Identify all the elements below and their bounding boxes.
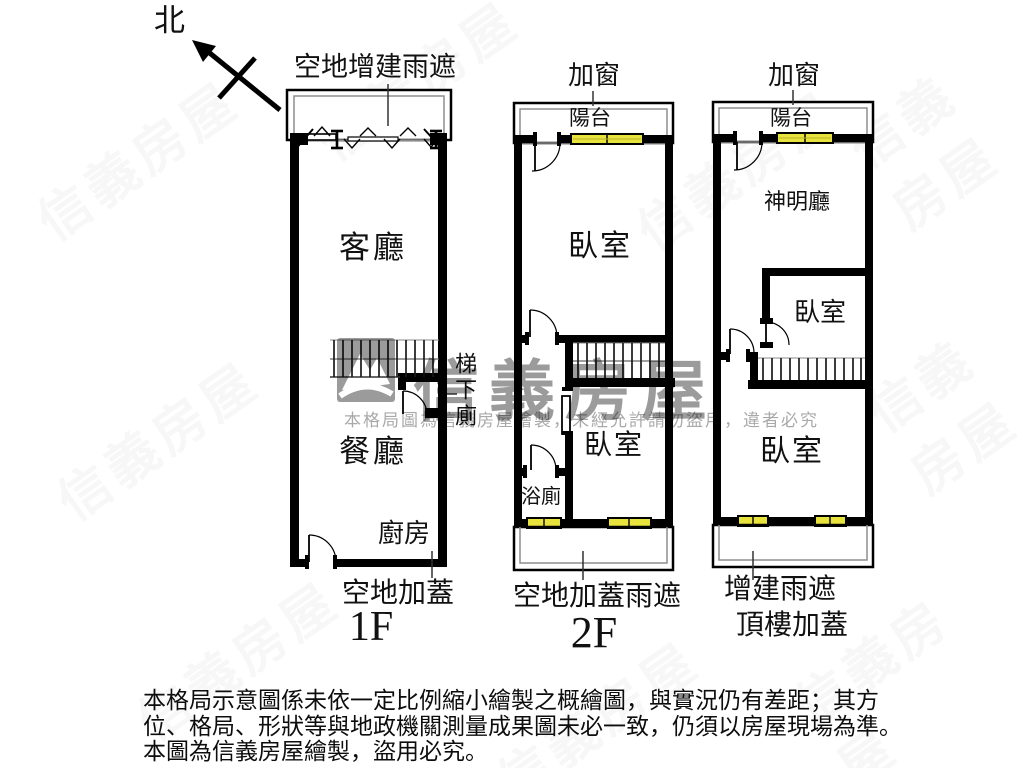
canopy-bottom-2f (512, 525, 675, 572)
label-kitchen: 廚房 (377, 518, 430, 548)
disclaimer-line-1: 本格局示意圖係未依一定比例縮小繪製之概繪圖，與實況仍有差距；其方 (143, 688, 879, 713)
label-window-2f: 加窗 (567, 60, 620, 90)
label-window-3f: 加窗 (767, 60, 820, 90)
label-canopy-1f: 空地增建雨遮 (294, 52, 456, 82)
label-bath-2f: 浴廁 (521, 486, 561, 508)
label-bedroom2-3f: 臥室 (760, 435, 824, 468)
label-bottom1-3f: 增建雨遮 (723, 573, 836, 604)
stairs-2f (573, 342, 665, 378)
label-balcony-2f: 陽台 (569, 107, 611, 130)
label-bedroom-small-3f: 臥室 (793, 297, 846, 327)
door-bath-2f (530, 444, 557, 471)
label-floor-2f: 2F (570, 608, 618, 657)
label-living-room: 客廳 (339, 230, 407, 265)
window-balcony-2f (570, 133, 644, 145)
label-floor-1f: 1F (348, 604, 394, 650)
door-landing-3f (729, 328, 755, 354)
label-stair-toilet: 梯下廁 (452, 352, 478, 430)
label-bedroom2-2f: 臥室 (583, 429, 644, 460)
label-bottom-2f: 空地加蓋雨遮 (512, 580, 681, 611)
disclaimer-text: 本格局示意圖係未依一定比例縮小繪製之概繪圖，與實況仍有差距；其方 位、格局、形狀… (143, 688, 923, 765)
north-label: 北 (154, 3, 185, 38)
stairs-1f (330, 339, 439, 378)
door-bedroom-small-3f (760, 318, 790, 348)
canopy-bottom-3f (711, 523, 875, 569)
disclaimer-line-3: 本圖為信義房屋繪製，盜用必究。 (143, 739, 488, 764)
door-bedroom2-2f (561, 387, 573, 435)
label-shrine-3f: 神明廳 (763, 189, 830, 214)
door-bedroom1-2f (529, 309, 558, 338)
plan-3f (711, 90, 875, 580)
label-bottom2-3f: 頂樓加蓋 (735, 609, 848, 640)
door-balcony-3f (733, 141, 763, 171)
door-balcony-2f (531, 142, 561, 172)
label-balcony-3f: 陽台 (770, 107, 812, 130)
door-toilet-1f (402, 390, 428, 415)
plan-1f (285, 84, 457, 578)
stairs-3f (758, 357, 865, 380)
plan-2f (512, 91, 675, 580)
label-bottom-1f: 空地加蓋 (341, 577, 454, 608)
disclaimer-line-2: 位、格局、形狀等與地政機關測量成果圖未必一致，仍須以房屋現場為準。 (143, 713, 902, 739)
label-bedroom1-2f: 臥室 (568, 230, 632, 263)
window-balcony-3f (776, 132, 834, 144)
north-arrow-icon (192, 40, 282, 112)
door-entry-1f (308, 534, 337, 562)
label-dining-room: 餐廳 (339, 434, 407, 469)
